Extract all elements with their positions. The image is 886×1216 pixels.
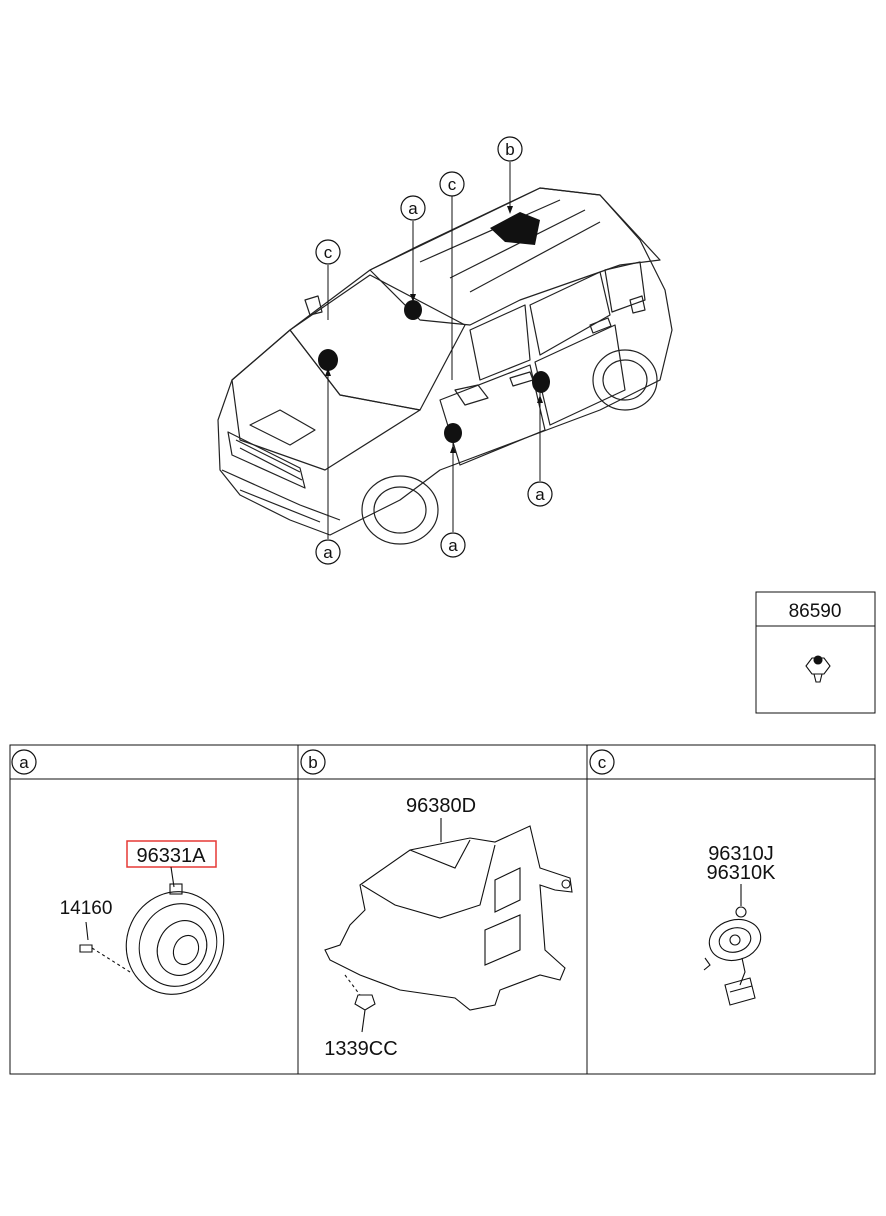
panel-a-circle [11, 749, 37, 775]
callout-front-a[interactable]: a [323, 543, 333, 562]
callout-circle-a-door [440, 532, 466, 558]
clip-icon [805, 655, 831, 683]
callout-circle-c-left [315, 239, 341, 265]
tweeter-icon [703, 884, 762, 1006]
callout-circle-a-front [315, 539, 341, 565]
speaker-locations [318, 212, 550, 443]
part-tweeter-number-1[interactable]: 96310J [708, 843, 774, 865]
panel-b-circle [300, 749, 326, 775]
clip-box: 86590 [755, 591, 876, 714]
callout-door-a[interactable]: a [448, 536, 458, 555]
part-nut-number[interactable]: 1339CC [324, 1038, 397, 1060]
callout-roof-b[interactable]: b [505, 140, 514, 159]
speaker-icon [79, 866, 225, 995]
leader-lines [327, 162, 541, 539]
callout-circle-b [497, 136, 523, 162]
part-screw-number[interactable]: 14160 [60, 898, 113, 919]
part-tweeter-number-2[interactable]: 96310K [707, 862, 777, 884]
cover-bracket-icon [324, 818, 573, 1033]
callout-circle-a [400, 195, 426, 221]
callout-top-a[interactable]: a [408, 199, 418, 218]
part-cover-number[interactable]: 96380D [406, 795, 476, 817]
part-speaker-number[interactable]: 96331A [137, 845, 207, 867]
callout-rear-door-a[interactable]: a [535, 485, 545, 504]
panel-a-label: a [19, 753, 29, 772]
vehicle-illustration [217, 187, 673, 545]
callout-top-c[interactable]: c [448, 175, 457, 194]
callout-left-c[interactable]: c [324, 243, 333, 262]
clip-part-number[interactable]: 86590 [789, 601, 842, 622]
callout-circle-c [439, 171, 465, 197]
panel-c-circle [589, 749, 615, 775]
callout-circle-a-rear [527, 481, 553, 507]
panel-b-label: b [308, 753, 317, 772]
panel-c-label: c [598, 753, 607, 772]
panels-table [9, 744, 876, 1075]
